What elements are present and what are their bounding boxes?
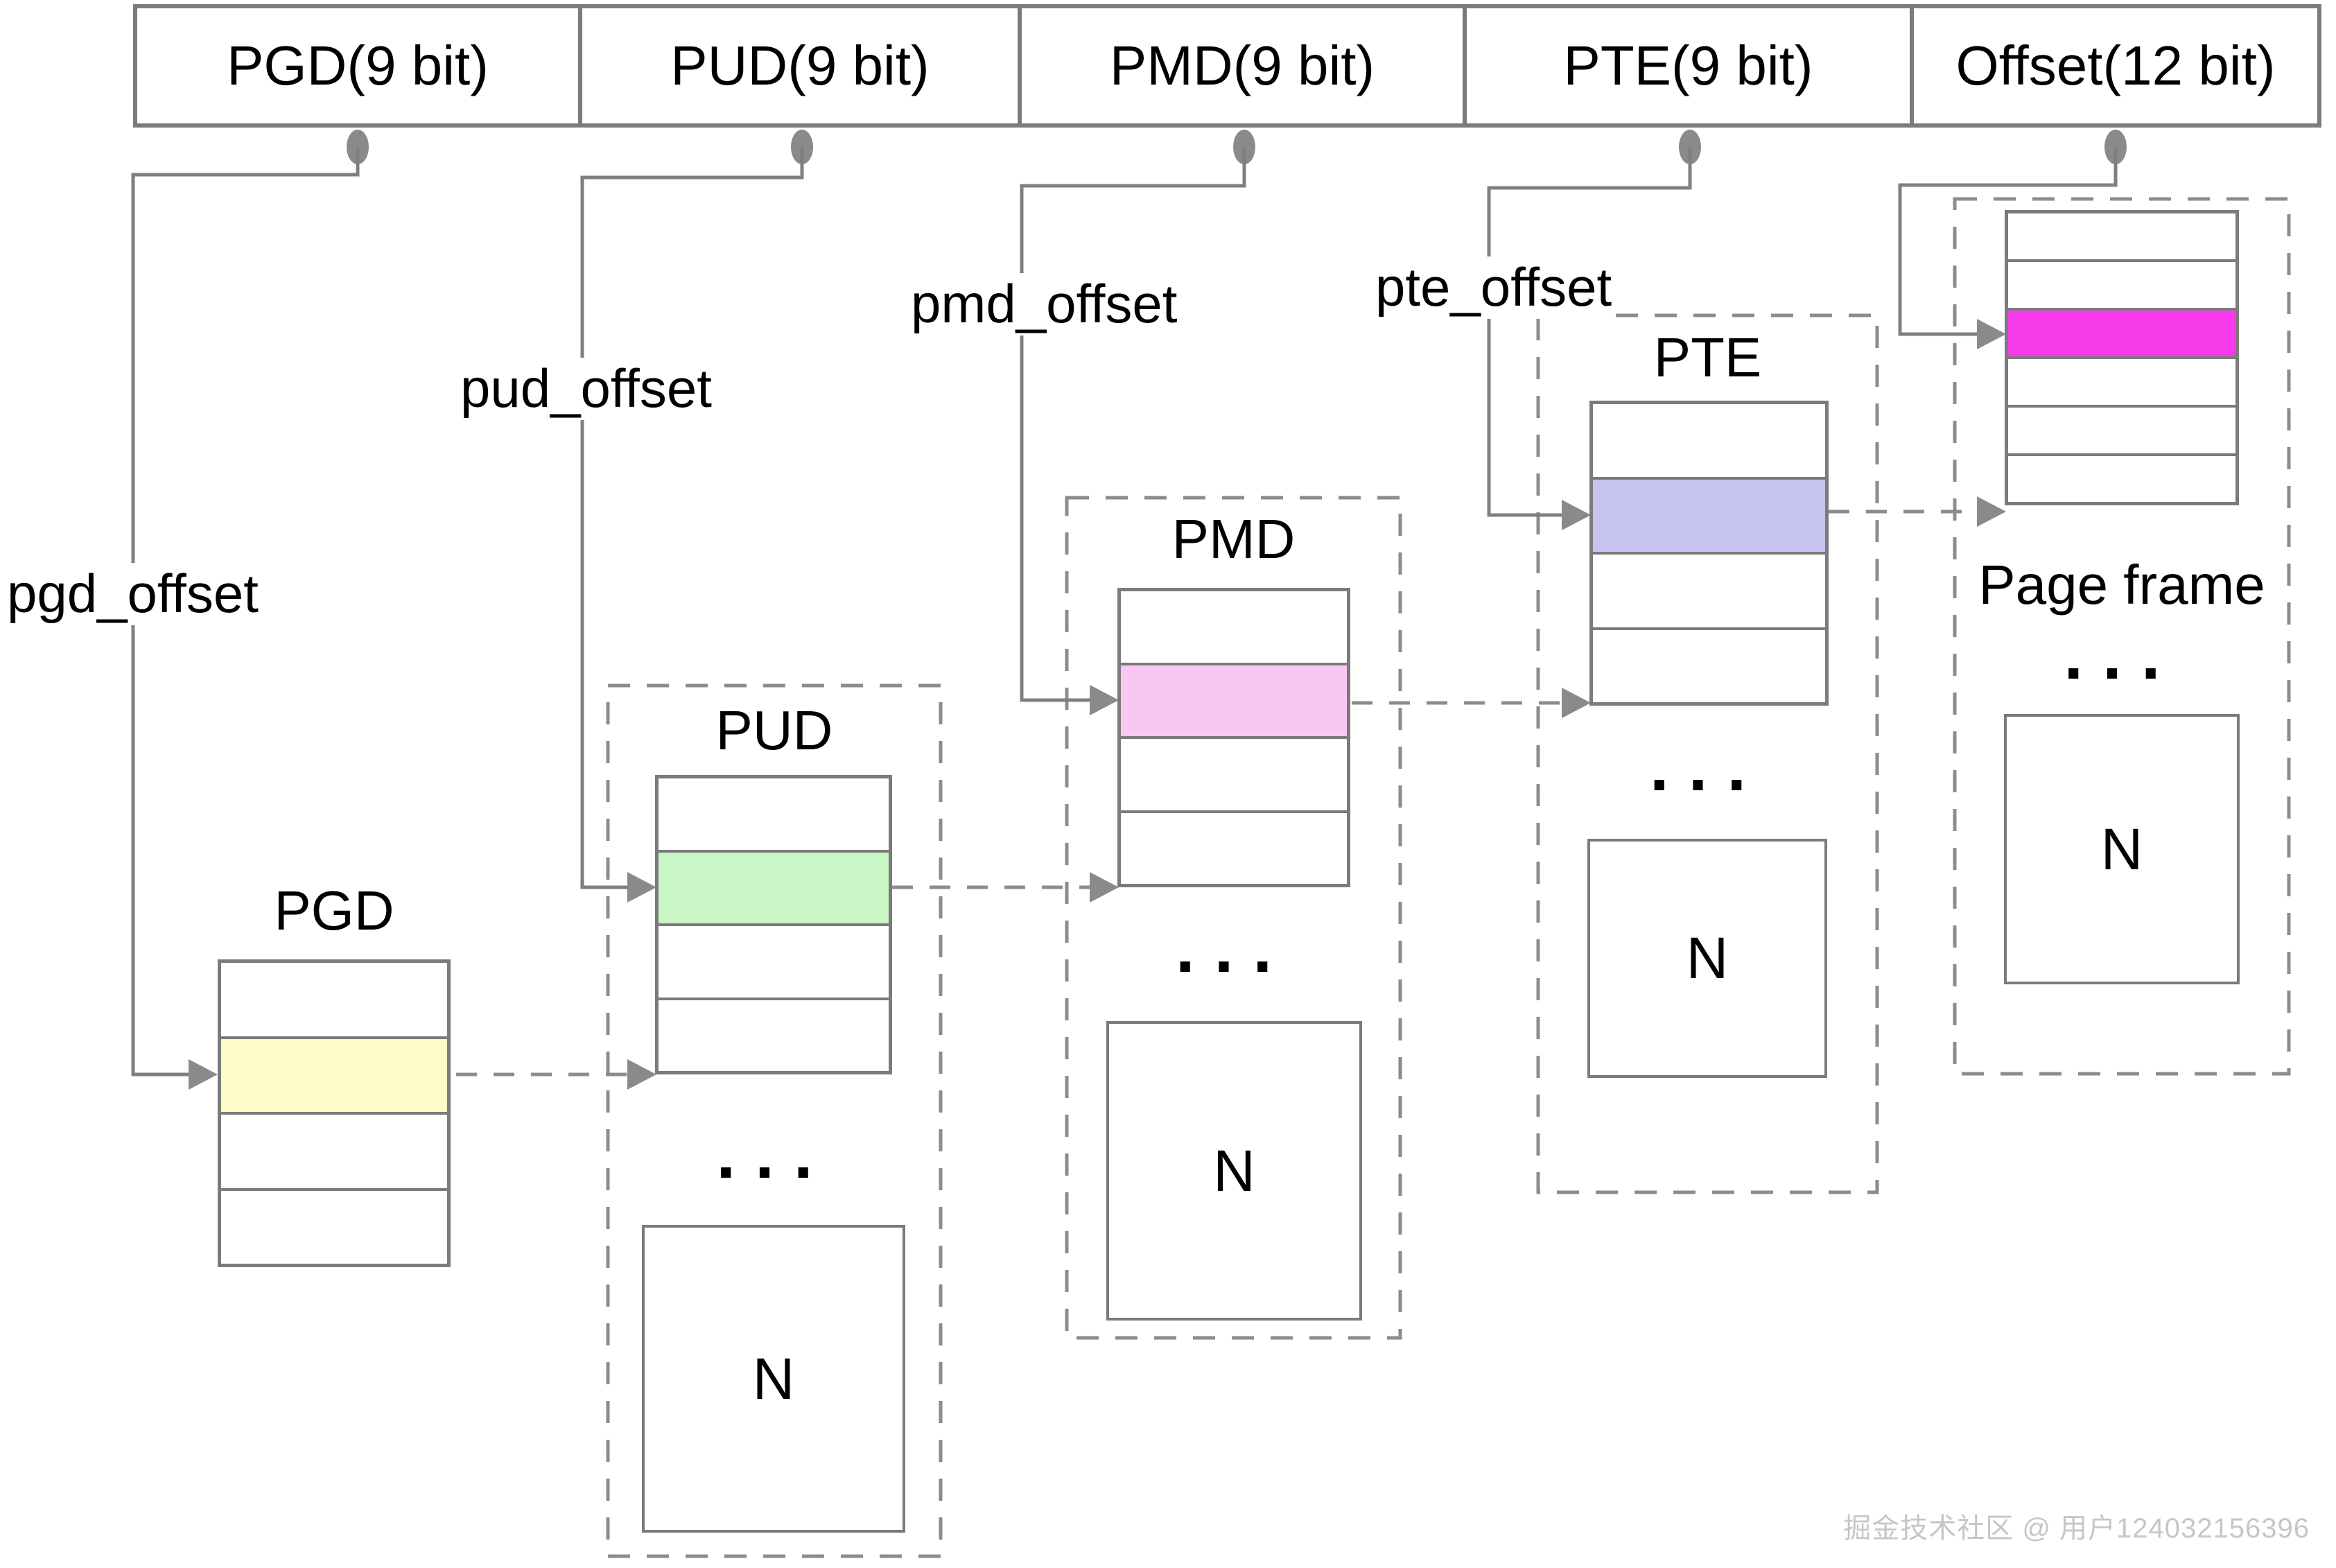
pud-table	[655, 775, 892, 1074]
pud-entry	[659, 997, 889, 1071]
pud-offset-label: pud_offset	[460, 358, 712, 420]
pgd-entry-highlighted	[221, 1036, 447, 1112]
page-frame-ellipsis: ...	[2064, 616, 2180, 694]
pud-ellipsis: ...	[716, 1115, 833, 1193]
arrowhead-icons	[189, 319, 2006, 1090]
pud-n-box: N	[642, 1225, 905, 1533]
arrowhead-icon	[1977, 496, 2006, 527]
page-frame-n-label: N	[2100, 816, 2143, 882]
arrowhead-icon	[189, 1059, 218, 1090]
pmd-table	[1117, 588, 1350, 887]
header-field-offset-label: Offset(12 bit)	[1955, 35, 2276, 96]
arrowhead-icon	[627, 872, 656, 903]
pmd-entry-highlighted	[1121, 662, 1347, 736]
pte-entry	[1593, 627, 1825, 702]
pte-entry	[1593, 552, 1825, 627]
pte-ellipsis: ...	[1649, 728, 1766, 805]
pmd-ellipsis: ...	[1175, 909, 1292, 987]
page-frame-entry	[2008, 214, 2235, 259]
pte-container-border	[1536, 313, 1879, 1194]
pte-offset-label: pte_offset	[1375, 256, 1612, 319]
header-field-pgd-label: PGD(9 bit)	[227, 35, 489, 96]
header-field-pte-label: PTE(9 bit)	[1563, 35, 1813, 96]
arrowhead-icon	[627, 1059, 656, 1090]
header-field-pgd: PGD(9 bit)	[137, 8, 582, 123]
arrowhead-icon	[1090, 872, 1119, 903]
page-frame-entry	[2008, 259, 2235, 308]
pud-title: PUD	[715, 699, 833, 761]
page-frame-title: Page frame	[1978, 554, 2265, 616]
pgd-title: PGD	[274, 880, 394, 941]
pte-title: PTE	[1653, 326, 1762, 388]
header-field-pud-label: PUD(9 bit)	[670, 35, 930, 96]
pte-table	[1589, 401, 1829, 706]
pgd-table	[218, 959, 451, 1267]
pud-entry-highlighted	[659, 849, 889, 923]
pud-offset-line	[580, 147, 804, 889]
page-frame-table	[2005, 210, 2239, 505]
page-offset-line	[1898, 147, 2118, 336]
page-frame-container-border	[1953, 197, 2291, 1076]
header-field-pte: PTE(9 bit)	[1467, 8, 1914, 123]
page-frame-entry-highlighted	[2008, 308, 2235, 356]
pmd-entry	[1121, 591, 1347, 663]
pud-entry	[659, 778, 889, 850]
pud-n-label: N	[752, 1345, 795, 1411]
page-frame-entry	[2008, 453, 2235, 502]
pmd-n-box: N	[1106, 1021, 1362, 1321]
pmd-n-label: N	[1213, 1138, 1255, 1203]
offset-lines	[131, 147, 2118, 1077]
arrowhead-icon	[1090, 685, 1119, 715]
connector-dot-icons	[347, 130, 2127, 164]
page-frame-entry	[2008, 405, 2235, 453]
pgd-entry	[221, 1112, 447, 1188]
page-frame-n-box: N	[2004, 714, 2240, 984]
pmd-offset-label: pmd_offset	[911, 273, 1178, 336]
pte-n-label: N	[1686, 925, 1729, 991]
pgd-offset-line	[131, 147, 360, 1077]
pgd-entry	[221, 963, 447, 1036]
arrowhead-icon	[1977, 319, 2006, 349]
header-field-pud: PUD(9 bit)	[582, 8, 1022, 123]
arrowhead-icon	[1562, 500, 1591, 530]
header-field-pmd: PMD(9 bit)	[1022, 8, 1467, 123]
pte-offset-line	[1487, 147, 1692, 517]
pgd-offset-label: pgd_offset	[7, 563, 259, 625]
header-field-offset: Offset(12 bit)	[1914, 8, 2317, 123]
pte-n-box: N	[1587, 839, 1827, 1078]
watermark: 掘金技术社区 @ 用户124032156396	[1843, 1513, 2310, 1544]
pte-entry	[1593, 404, 1825, 477]
page-frame-entry	[2008, 356, 2235, 405]
virtual-address-header: PGD(9 bit) PUD(9 bit) PMD(9 bit) PTE(9 b…	[133, 4, 2321, 128]
pmd-title: PMD	[1171, 508, 1296, 570]
dashed-container-borders	[606, 197, 2291, 1558]
pte-entry-highlighted	[1593, 476, 1825, 552]
pmd-container-border	[1065, 496, 1402, 1340]
pmd-entry	[1121, 810, 1347, 884]
pmd-offset-line	[1020, 147, 1246, 702]
header-field-pmd-label: PMD(9 bit)	[1109, 35, 1375, 96]
pointer-lines	[456, 509, 1977, 1077]
arrowhead-icon	[1562, 688, 1591, 718]
pud-container-border	[606, 683, 943, 1558]
pgd-entry	[221, 1187, 447, 1264]
pud-entry	[659, 923, 889, 998]
pmd-entry	[1121, 736, 1347, 810]
